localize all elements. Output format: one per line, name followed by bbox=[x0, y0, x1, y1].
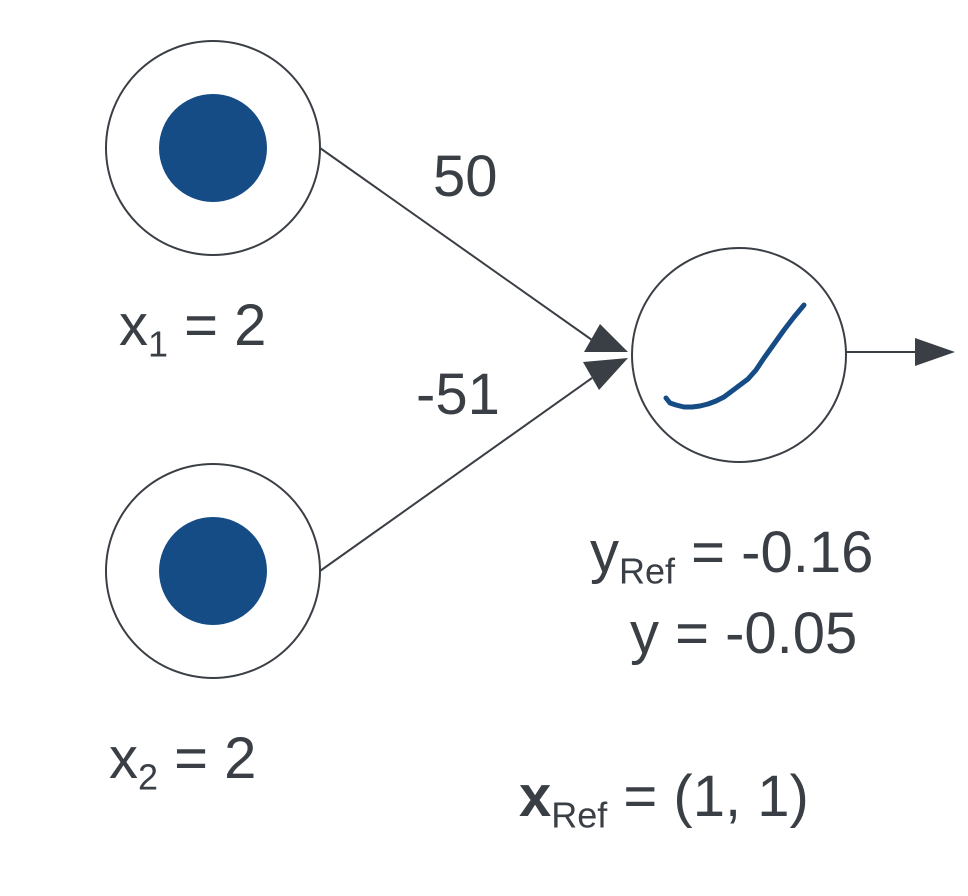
input-1-index: 1 bbox=[148, 323, 169, 365]
input-node-2-dot bbox=[159, 517, 267, 625]
y-ref-sub: Ref bbox=[619, 550, 676, 592]
y-ref-var: y bbox=[590, 520, 619, 585]
y-label: y = -0.05 bbox=[630, 601, 858, 666]
x-ref-var: x bbox=[519, 764, 552, 829]
output-node bbox=[631, 247, 847, 463]
input-1-var: x bbox=[119, 293, 148, 358]
activation-curve-icon bbox=[663, 302, 807, 410]
input-node-1 bbox=[105, 40, 321, 256]
input-2-index: 2 bbox=[138, 756, 159, 798]
y-ref-value: = -0.16 bbox=[691, 520, 874, 585]
weight-label-2: -51 bbox=[416, 362, 500, 427]
x-ref-value: = (1, 1) bbox=[623, 764, 809, 829]
edge-2-arrowhead-icon bbox=[583, 358, 628, 390]
input-1-value: = 2 bbox=[184, 293, 267, 358]
weight-label-1: 50 bbox=[433, 144, 498, 209]
x-ref-label: xRef = (1, 1) bbox=[519, 768, 809, 834]
edge-1-line bbox=[319, 147, 593, 341]
y-ref-label: yRef = -0.16 bbox=[590, 524, 873, 590]
x-ref-sub: Ref bbox=[551, 794, 608, 836]
input-node-1-dot bbox=[159, 94, 267, 202]
input-label-2: x2 = 2 bbox=[109, 730, 256, 796]
arrow-right-icon bbox=[915, 338, 955, 366]
edge-1-arrowhead-icon bbox=[584, 324, 628, 352]
input-label-1: x1 = 2 bbox=[119, 297, 266, 363]
edge-2-line bbox=[319, 377, 593, 572]
input-node-2 bbox=[105, 463, 321, 679]
output-node-ring bbox=[631, 247, 847, 463]
input-2-var: x bbox=[109, 726, 138, 791]
input-2-value: = 2 bbox=[174, 726, 257, 791]
